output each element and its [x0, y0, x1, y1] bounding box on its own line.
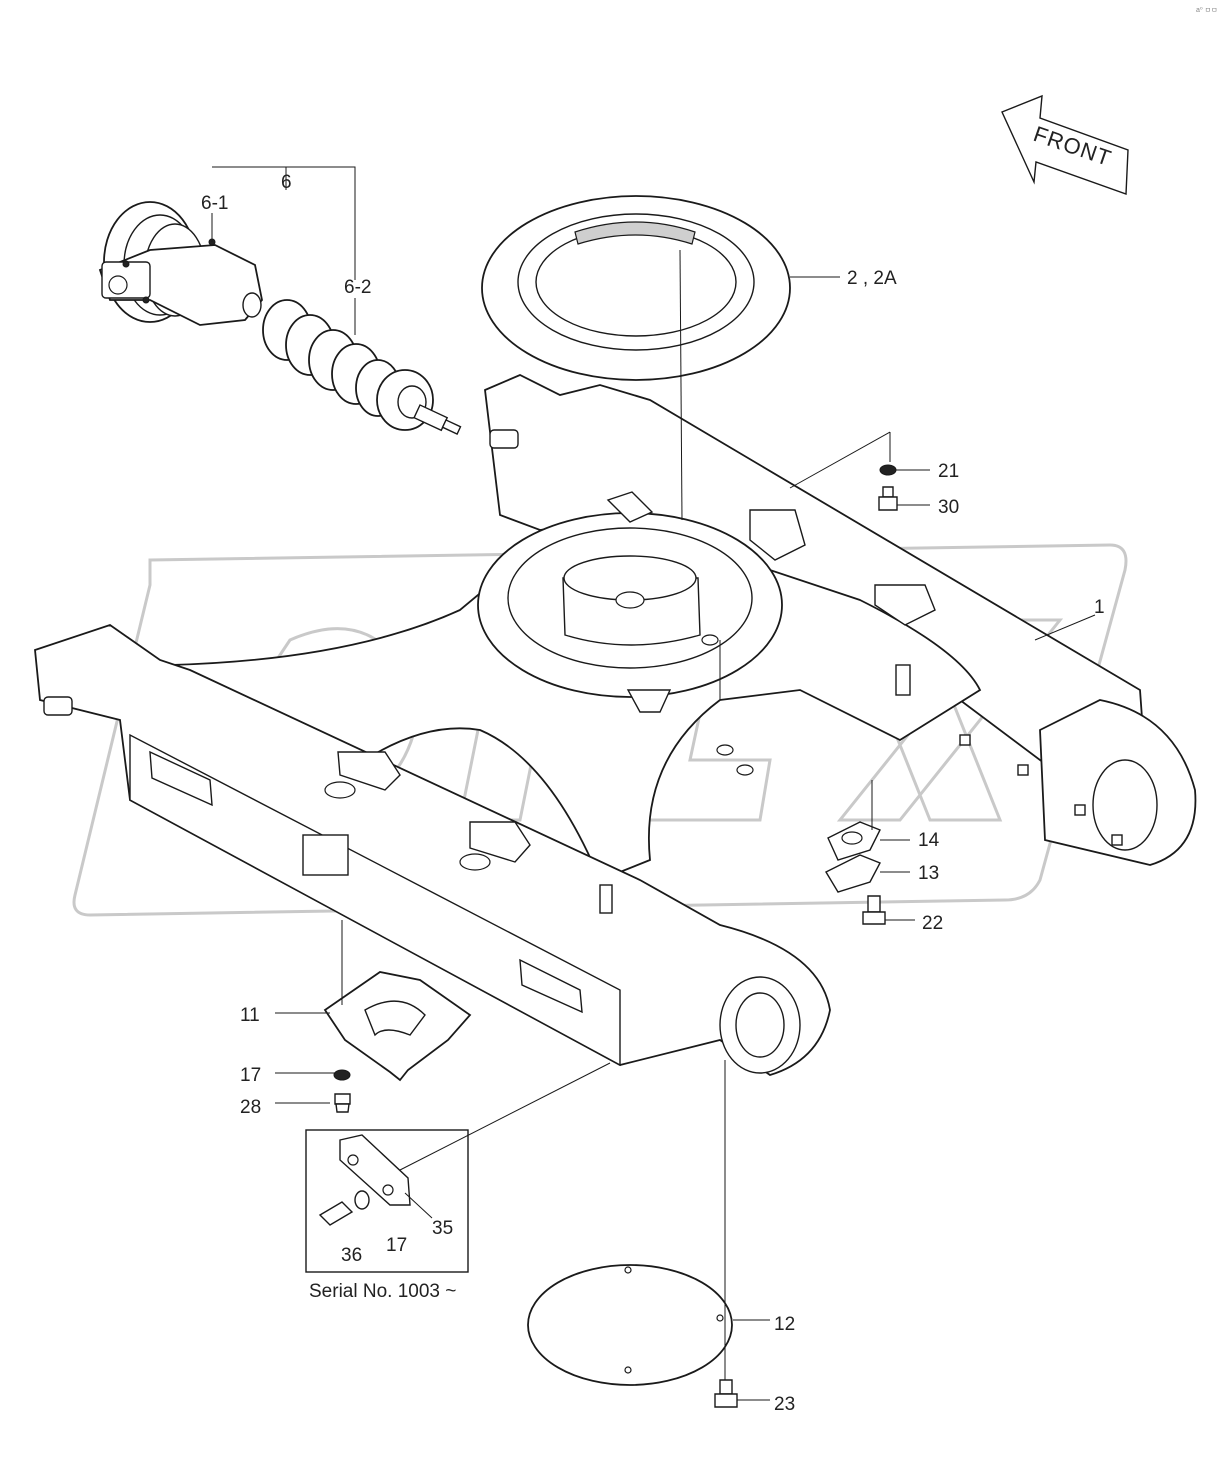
bracket-part-11 — [323, 971, 472, 1082]
callout-35: 35 — [432, 1218, 453, 1239]
callout-11: 11 — [240, 1005, 260, 1026]
front-direction-arrow: FRONT — [1001, 94, 1129, 195]
callout-28: 28 — [240, 1097, 261, 1118]
swing-bearing — [481, 195, 791, 381]
callout-1: 1 — [1094, 597, 1105, 618]
bolt-23 — [714, 1379, 738, 1408]
lower-track-frame — [34, 374, 1197, 1076]
front-idler-assembly — [98, 201, 263, 326]
plate-13 — [825, 854, 881, 893]
callout-21: 21 — [938, 461, 959, 482]
corner-mark: a⁰ ㅁㅁ — [1196, 6, 1218, 14]
callout-13: 13 — [918, 863, 939, 884]
leader-lines — [211, 166, 1096, 1401]
callout-6: 6 — [281, 172, 292, 193]
callout-6-1: 6-1 — [201, 193, 228, 214]
recoil-spring-assembly — [262, 299, 462, 435]
callout-30: 30 — [938, 497, 959, 518]
bolt-22 — [862, 895, 886, 925]
callout-labels: 6 6-1 6-2 2 , 2A 21 30 1 14 13 22 11 17 … — [201, 172, 1105, 1415]
nut-21-and-bolt-30 — [878, 464, 898, 511]
callout-17-b: 17 — [386, 1235, 407, 1256]
callout-17-a: 17 — [240, 1065, 261, 1086]
plate-14 — [827, 821, 881, 861]
washer-17-and-bolt-28 — [333, 1069, 351, 1113]
callout-2-2a: 2 , 2A — [847, 268, 897, 289]
serial-note: Serial No. 1003 ~ — [309, 1281, 456, 1302]
callout-36: 36 — [341, 1245, 362, 1266]
callout-23: 23 — [774, 1394, 795, 1415]
callout-12: 12 — [774, 1314, 795, 1335]
cover-part-12 — [527, 1264, 733, 1386]
callout-14: 14 — [918, 830, 940, 851]
callout-6-2: 6-2 — [344, 277, 371, 298]
callout-22: 22 — [922, 913, 943, 934]
serial-inset-box — [305, 1129, 469, 1273]
